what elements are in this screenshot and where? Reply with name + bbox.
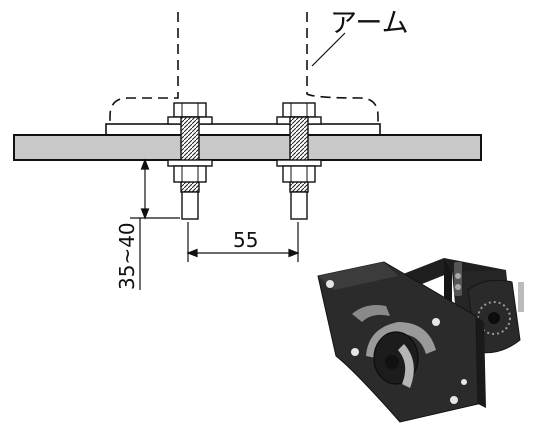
left-bottom-washer (167, 159, 213, 167)
right-top-nut (282, 102, 316, 118)
arm-base-plate (105, 123, 381, 136)
left-bolt-tip (181, 191, 199, 220)
mounting-panel (13, 134, 482, 161)
right-bottom-washer (276, 159, 322, 167)
right-bolt-tip (290, 191, 308, 220)
right-bottom-nut (282, 165, 316, 183)
arm-outline (109, 12, 379, 124)
protrusion-label: 35~40 (115, 222, 139, 290)
spacing-label: 55 (233, 228, 258, 252)
protrusion-dimension (130, 158, 180, 290)
right-bolt-assembly (276, 102, 322, 220)
left-top-nut (173, 102, 207, 118)
bracket-illustration (317, 258, 524, 423)
spacing-dimension (186, 222, 300, 262)
left-bottom-nut (173, 165, 207, 183)
arm-leader-line (311, 32, 346, 67)
arm-label: アーム (330, 8, 409, 39)
left-bolt-assembly (167, 102, 213, 220)
